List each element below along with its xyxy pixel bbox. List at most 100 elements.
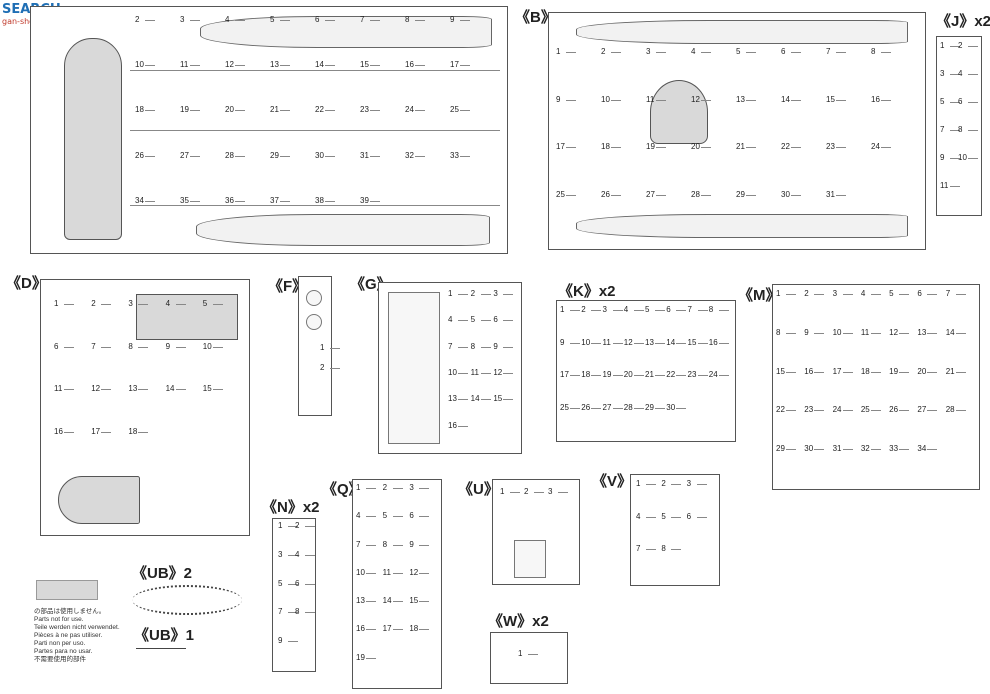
sprue-b-hull-bottom [576,214,908,238]
part-number-d-11: 11 [54,384,63,393]
part-gate [566,52,576,53]
part-gate [646,516,656,518]
part-gate [138,431,149,433]
part-gate [330,368,340,369]
part-number-q-2: 2 [382,483,388,492]
sprue-d-deck-upper [136,294,238,340]
part-gate [566,147,576,148]
part-number-f-2: 2 [320,363,325,372]
part-number-a-7: 7 [360,15,365,24]
part-gate [697,310,708,311]
part-number-k-7: 7 [687,305,692,314]
part-number-m-26: 26 [889,405,899,415]
part-gate [235,65,245,67]
part-number-q-18: 18 [409,624,419,634]
part-number-k-10: 10 [581,337,591,347]
part-gate [612,310,623,311]
part-gate [870,410,881,412]
part-gate [611,147,621,148]
sprue-v-frame [630,474,720,586]
part-gate [138,304,149,305]
part-gate [280,110,290,112]
part-gate [392,516,403,518]
part-gate [746,52,756,53]
part-number-a-25: 25 [450,105,459,115]
part-number-j-5: 5 [940,97,945,106]
part-gate [419,488,430,489]
part-number-m-7: 7 [945,289,951,298]
part-gate [955,332,966,334]
sprue-m-frame [772,284,980,490]
part-number-a-34: 34 [135,195,144,205]
part-gate [899,332,910,334]
part-gate [419,516,430,518]
part-number-b-27: 27 [646,189,655,199]
part-number-j-11: 11 [940,181,949,190]
part-number-k-19: 19 [602,370,612,379]
part-gate [460,20,470,21]
part-number-m-10: 10 [832,327,842,337]
part-number-j-1: 1 [940,41,945,50]
part-number-b-22: 22 [781,142,790,151]
part-gate [881,52,891,53]
part-number-m-6: 6 [917,289,922,298]
part-number-d-2: 2 [91,299,96,308]
part-number-m-33: 33 [889,444,899,454]
part-gate [370,110,380,112]
part-gate [814,449,825,451]
part-gate [950,46,960,47]
part-number-k-2: 2 [581,305,586,314]
part-gate [145,110,155,112]
part-gate [480,373,491,374]
part-gate [718,375,729,376]
part-number-j-7: 7 [940,125,945,134]
part-gate [791,99,801,101]
part-number-g-10: 10 [448,368,457,377]
part-number-a-32: 32 [405,150,414,160]
part-number-b-11: 11 [646,94,655,104]
part-number-q-5: 5 [382,511,388,521]
part-gate [325,65,335,67]
part-gate [612,407,623,409]
part-number-k-1: 1 [560,305,565,314]
part-number-a-28: 28 [225,150,234,160]
part-number-a-35: 35 [180,195,189,205]
part-gate [786,371,796,373]
part-gate [870,294,881,295]
sprue-q-frame [352,479,442,689]
part-number-v-7: 7 [636,544,641,554]
sprue-b-frame [548,12,926,250]
part-number-m-20: 20 [917,366,927,376]
part-gate [458,320,468,322]
part-number-k-26: 26 [581,402,591,412]
part-gate [558,492,568,493]
part-gate [701,147,711,148]
section-label-b: 《B》 [515,9,556,26]
part-number-b-25: 25 [556,189,565,199]
part-number-q-3: 3 [409,483,414,492]
part-number-a-10: 10 [135,60,144,70]
part-gate [145,155,155,157]
part-number-a-19: 19 [180,105,189,115]
part-gate [814,410,825,412]
part-number-m-21: 21 [945,366,955,376]
part-gate [288,554,298,556]
part-gate [566,194,576,196]
part-number-k-8: 8 [708,305,714,314]
part-gate [101,431,112,433]
part-gate [671,549,682,551]
part-gate [655,310,665,311]
part-number-k-24: 24 [708,370,718,379]
part-gate [419,572,430,574]
part-number-b-21: 21 [736,142,745,151]
sprue-u-frame [492,479,580,585]
not-used-swatch [36,580,98,600]
part-number-q-7: 7 [356,539,361,549]
part-gate [392,572,403,574]
part-number-d-12: 12 [91,384,101,393]
part-gate [419,601,430,603]
part-number-u-2: 2 [524,487,529,496]
part-gate [64,304,74,305]
part-number-q-15: 15 [409,596,419,606]
part-gate [305,583,315,585]
